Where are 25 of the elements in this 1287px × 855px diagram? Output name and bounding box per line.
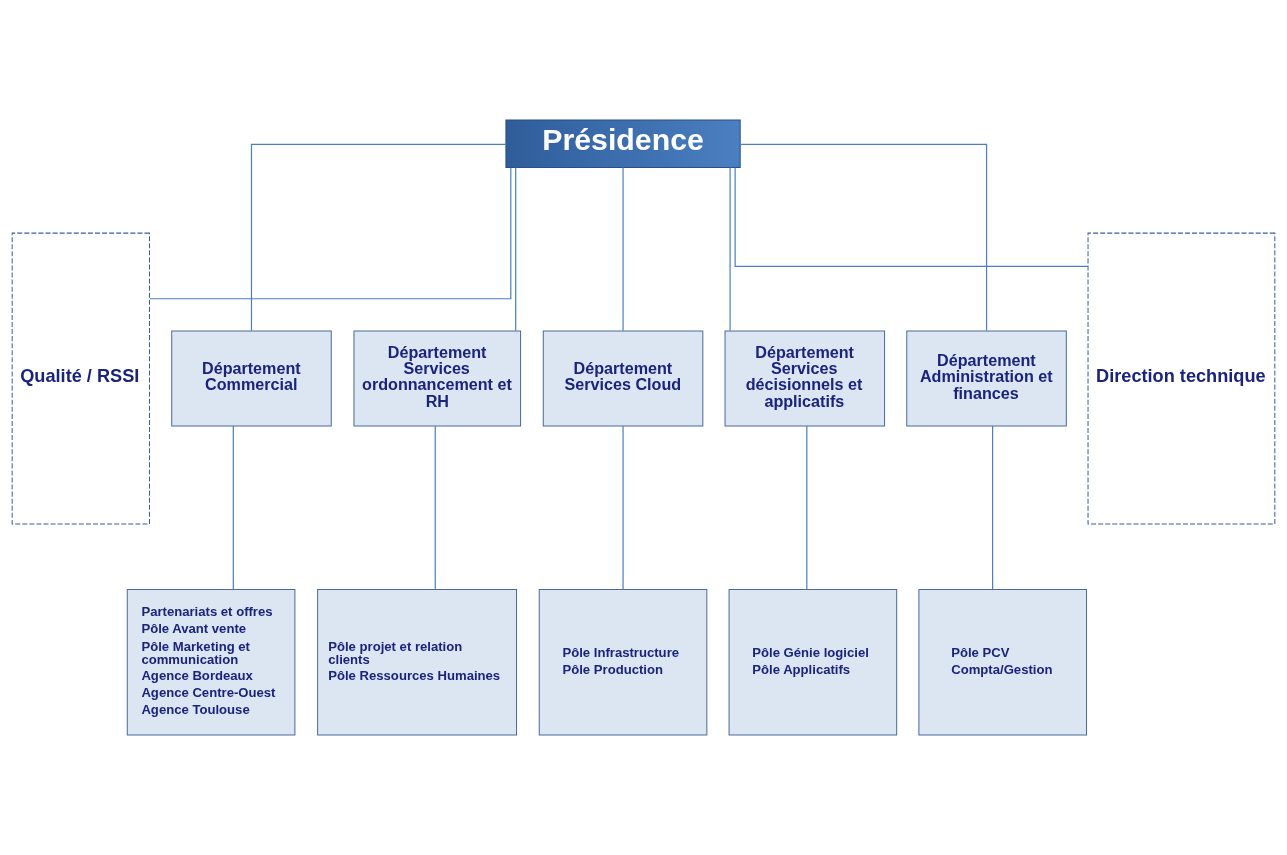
connector <box>992 425 994 591</box>
connector <box>250 143 507 332</box>
connector <box>232 425 234 591</box>
node-box: Pôle Infrastructure Pôle Production <box>538 589 708 736</box>
connector <box>434 425 436 591</box>
node-box: Pôle PCV Compta/Gestion <box>918 589 1088 736</box>
connector <box>729 166 731 332</box>
connector <box>806 425 808 591</box>
node-box: Département Services décisionnels et applicatifs <box>724 330 886 427</box>
connector <box>739 143 988 332</box>
connector <box>515 166 517 332</box>
node-box: Département Services ordonnancement et RH <box>353 330 522 427</box>
node-box: Pôle Génie logiciel Pôle Applicatifs <box>728 589 898 736</box>
node-box: Présidence <box>505 119 741 168</box>
connector <box>622 425 624 591</box>
node-box: Département Commercial <box>171 330 332 427</box>
node-box: Département Administration et finances <box>906 330 1067 427</box>
connector <box>149 167 512 300</box>
connector <box>734 167 1089 268</box>
node-box: Pôle projet et relation clients Pôle Ressources Humaines <box>317 589 518 736</box>
node-box: Partenariats et offres Pôle Avant vente Pôle Marketing et communication Agence Bordeaux Agence Centre-Ouest Agence Toulouse <box>126 589 296 736</box>
node-box: Département Services Cloud <box>542 330 704 427</box>
node-box: Qualité / RSSI <box>11 232 150 525</box>
node-box: Direction technique <box>1087 232 1276 525</box>
connector <box>622 166 624 332</box>
